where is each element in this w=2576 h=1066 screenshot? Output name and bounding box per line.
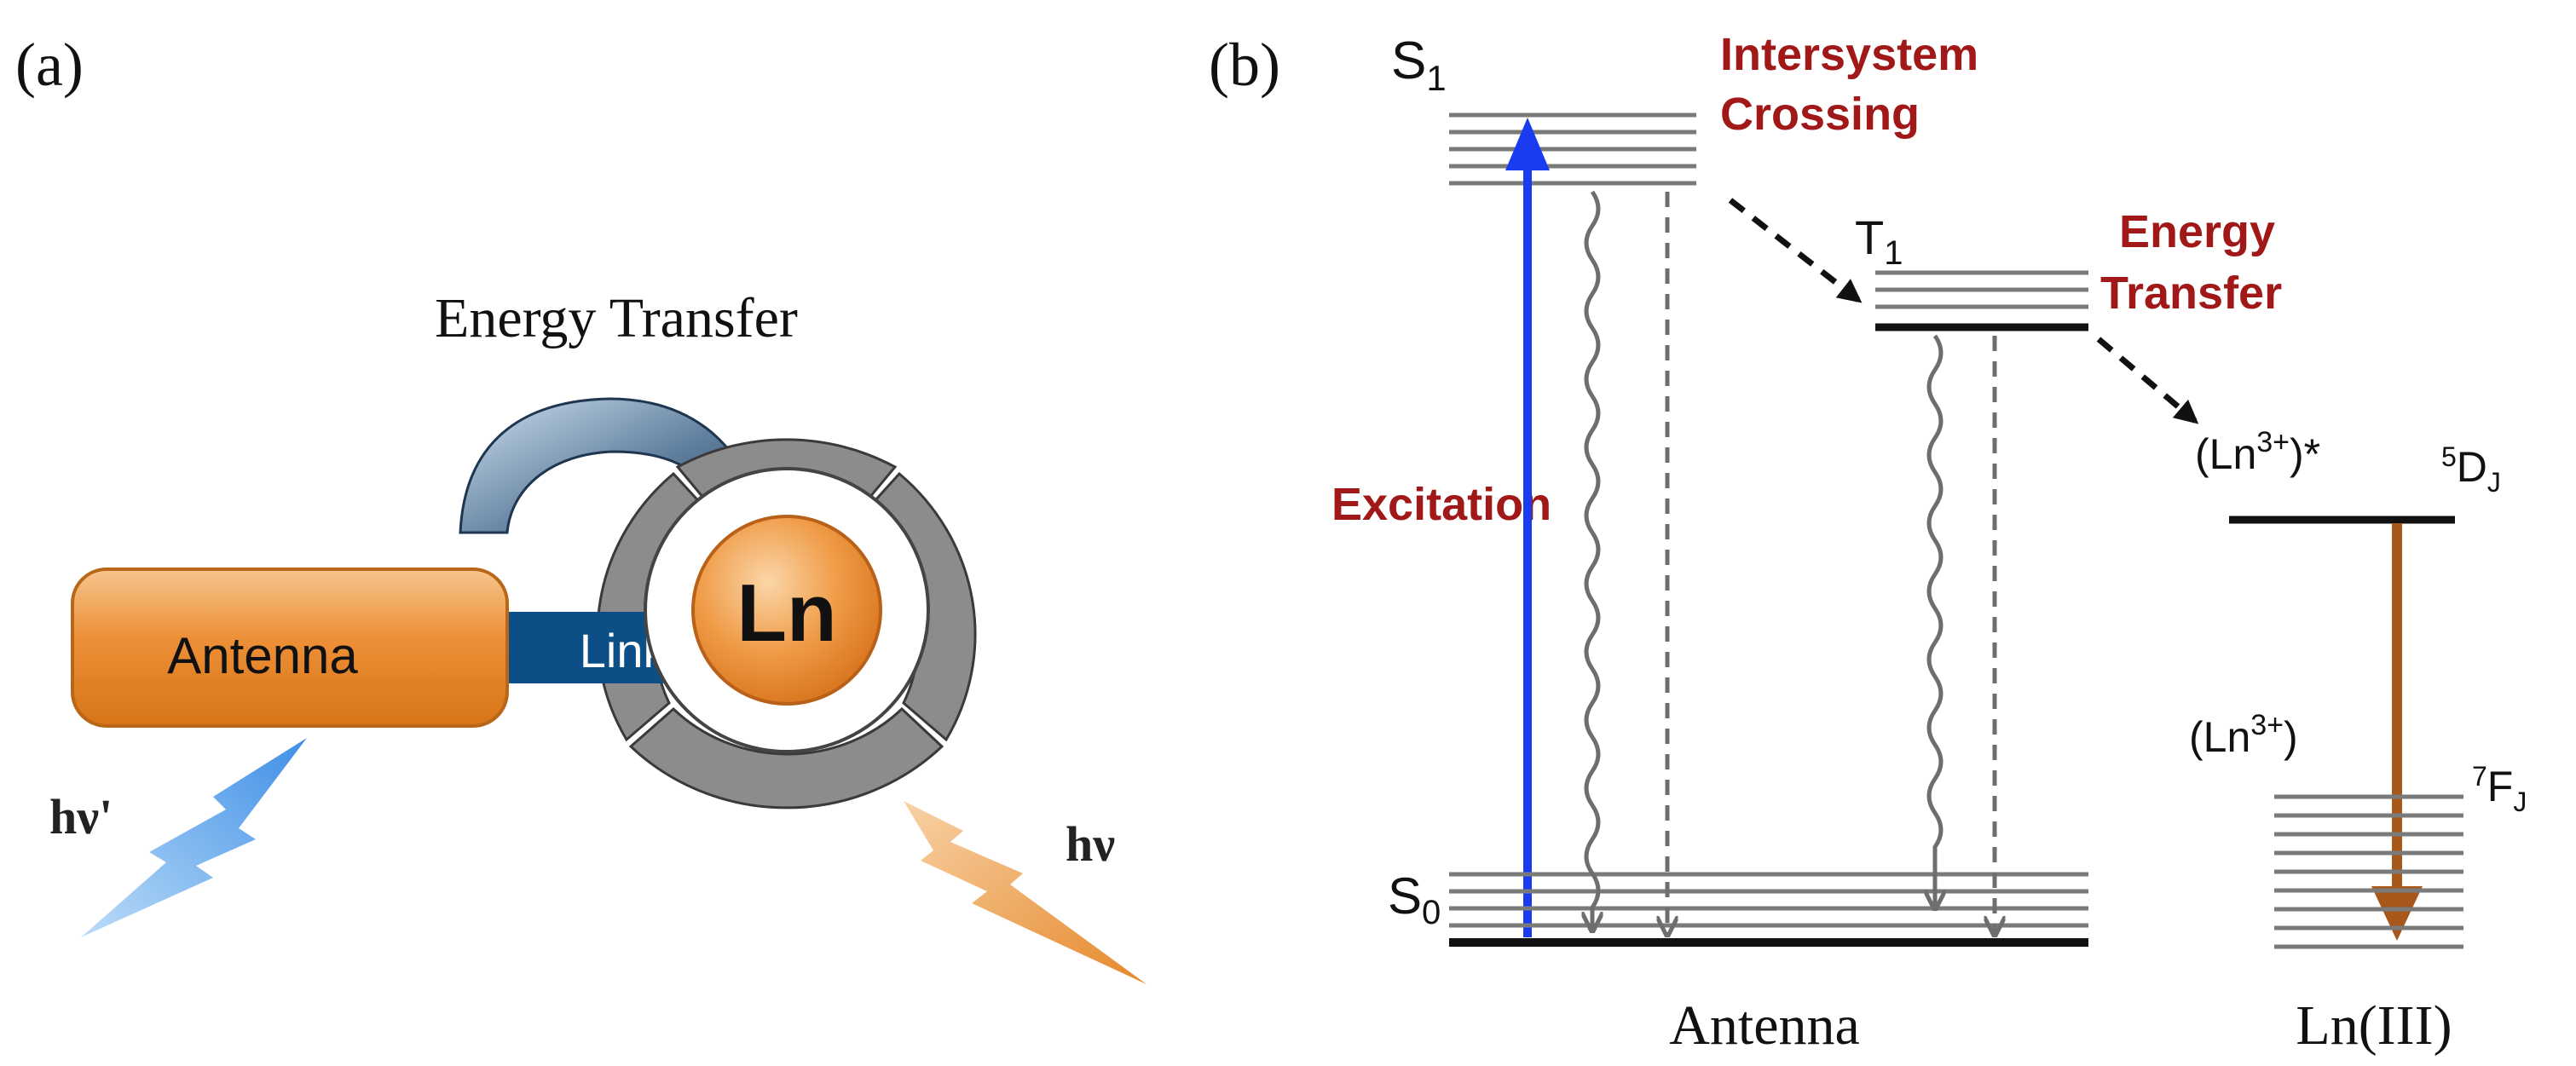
- incoming-photon-label: hν': [49, 789, 113, 844]
- excitation-arrow-head: [1505, 118, 1550, 170]
- panel-b: (b) S1 Intersystem Crossing T1: [1209, 29, 2527, 1057]
- ln-iii-caption: Ln(III): [2296, 994, 2452, 1057]
- s1-nonradiative-wavy-arrow: [1586, 190, 1598, 929]
- s0-label: S0: [1388, 867, 1441, 931]
- t1-label: T1: [1855, 210, 1903, 272]
- emitted-photon-bolt: [904, 801, 1146, 984]
- antenna-caption: Antenna: [1669, 994, 1860, 1057]
- panel-a-label: (a): [15, 31, 84, 99]
- ln-ground-state-label: (Ln3+): [2189, 709, 2298, 761]
- energy-transfer-title: Energy Transfer: [435, 287, 798, 349]
- panel-a: (a) Energy Transfer Linker Antenna Ln hν…: [15, 31, 1146, 984]
- s1-label: S1: [1391, 32, 1447, 98]
- s0-levels: [1449, 872, 2088, 947]
- et-dashed-arrow: [2096, 337, 2199, 424]
- emitted-photon-label: hν: [1066, 816, 1115, 872]
- 7fj-levels: [2274, 794, 2463, 949]
- incoming-photon-bolt: [81, 738, 307, 937]
- emission-arrow-head: [2371, 886, 2423, 941]
- ring-segment-bottom: [628, 706, 944, 810]
- ln-core-label: Ln: [736, 568, 836, 659]
- t1-nonradiative-wavy-arrow: [1929, 334, 1941, 907]
- 7fj-label: 7FJ: [2472, 761, 2527, 817]
- intersystem-crossing-label: Intersystem Crossing: [1720, 29, 1991, 140]
- t1-levels: [1875, 270, 2088, 331]
- 5dj-label: 5DJ: [2441, 441, 2501, 498]
- isc-dashed-arrow: [1728, 198, 1863, 303]
- excitation-label: Excitation: [1331, 479, 1551, 530]
- ln-core: [691, 515, 882, 706]
- antenna-box: [71, 568, 509, 728]
- ln-excited-state-label: (Ln3+)*: [2195, 426, 2320, 478]
- panel-b-label: (b): [1209, 31, 1280, 99]
- energy-transfer-b-label: Energy Transfer: [2100, 206, 2288, 319]
- s1-levels: [1449, 112, 1696, 186]
- antenna-box-label: Antenna: [167, 627, 358, 684]
